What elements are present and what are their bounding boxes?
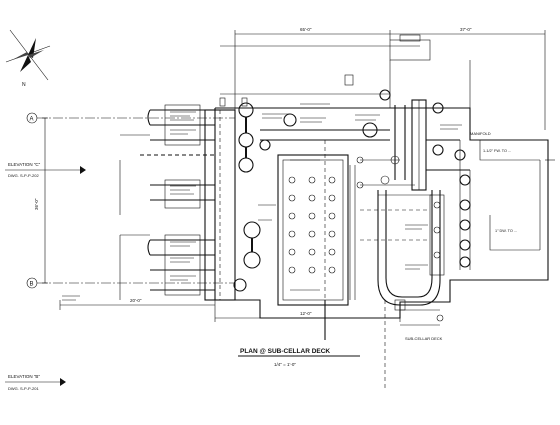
right-outline: 1-1/2" FW. TO ... 1" DW. TO ... [479, 140, 555, 251]
dimension-top: 65'-0" 37'-0" [220, 27, 546, 130]
u-loop-piping [360, 190, 445, 306]
svg-text:N: N [22, 82, 26, 88]
north-arrow-icon: N [5, 29, 51, 88]
svg-text:36'-0": 36'-0" [34, 198, 39, 210]
annotation-marks [62, 103, 462, 301]
deck-outline [214, 34, 549, 319]
svg-text:A: A [30, 117, 34, 123]
upper-piping [260, 89, 415, 189]
svg-text:DWG. S-P-P-202: DWG. S-P-P-202 [8, 173, 39, 178]
drawing-title: PLAN @ SUB-CELLAR DECK [240, 348, 330, 355]
drawing-title-block: PLAN @ SUB-CELLAR DECK 1/4" = 1'-0" [238, 348, 360, 367]
svg-text:SUB-CELLAR DECK: SUB-CELLAR DECK [405, 336, 443, 341]
elevation-marker-b: ELEVATION "B" DWG. S-P-P-201 [5, 374, 66, 391]
svg-text:ELEVATION "B": ELEVATION "B" [8, 374, 40, 379]
manifold-assembly: MANIFOLD [411, 99, 491, 270]
dimension-left-overall: 36'-0" [34, 117, 48, 284]
pipe-runs-left [119, 104, 215, 300]
svg-text:20'-0": 20'-0" [130, 298, 142, 303]
svg-text:DWG. S-P-P-201: DWG. S-P-P-201 [8, 386, 39, 391]
column-grid [277, 140, 356, 330]
svg-text:B: B [30, 282, 34, 288]
grid-bubble-a: A [26, 112, 38, 124]
svg-text:65'-0": 65'-0" [300, 27, 312, 32]
svg-text:MANIFOLD: MANIFOLD [470, 131, 491, 136]
drawing-scale: 1/4" = 1'-0" [274, 362, 296, 367]
svg-text:1" DW. TO ...: 1" DW. TO ... [495, 229, 517, 233]
elevation-marker-c: ELEVATION "C" DWG. S-P-P-202 [5, 162, 86, 178]
svg-text:37'-0": 37'-0" [460, 27, 472, 32]
grid-bubble-b: B [26, 277, 38, 289]
svg-text:ELEVATION "C": ELEVATION "C" [8, 162, 41, 167]
svg-text:1-1/2" FW. TO ...: 1-1/2" FW. TO ... [483, 149, 511, 153]
svg-text:12'-0": 12'-0" [300, 311, 312, 316]
left-equipment-column [204, 102, 271, 301]
lower-piping: SUB-CELLAR DECK [324, 299, 444, 390]
